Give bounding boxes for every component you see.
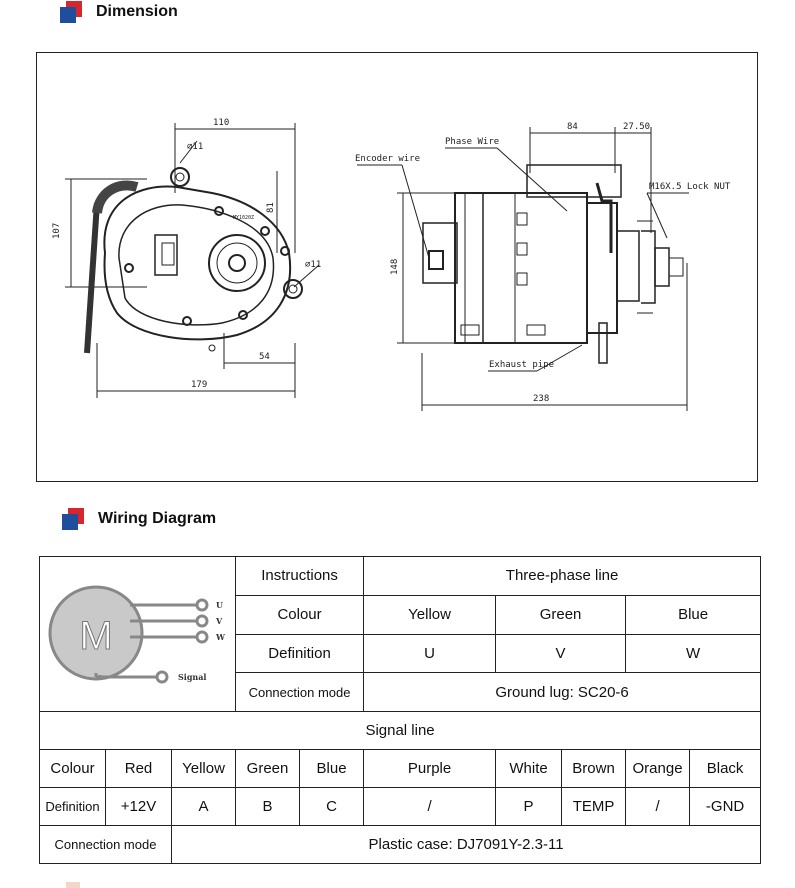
signal-def-cell: A [170,787,237,826]
dimension-drawing-frame: 110 ⌀11 107 81 ⌀11 54 179 MY1020Z Encode… [36,52,758,482]
plastic-case-value: Plastic case: DJ7091Y-2.3-11 [170,825,762,864]
ground-lug-value: Ground lug: SC20-6 [363,672,762,712]
signal-colour-cell: Blue [299,749,365,788]
signal-def-cell: -GND [689,787,762,826]
definition-label: Definition [235,633,365,674]
signal-def-cell: / [625,787,691,826]
dim-179: 179 [191,380,207,390]
dim-81: 81 [266,202,276,213]
wiring-heading: Wiring Diagram [62,508,216,530]
colour-label: Colour [235,594,365,635]
dim-238: 238 [533,394,549,404]
signal-definition-label: Definition [39,787,106,826]
svg-text:M: M [79,614,112,658]
label-lock-nut: M16X.5 Lock NUT [649,182,731,192]
wiring-title: Wiring Diagram [98,510,217,527]
next-section-logo-icon [66,882,80,888]
phase-def-v: V [495,633,627,674]
svg-text:W: W [215,632,226,642]
phase-colour-v: Green [495,594,627,635]
svg-text:V: V [215,616,223,626]
svg-text:U: U [216,600,223,610]
signal-def-cell: +12V [105,787,172,826]
dim-hole-top: ⌀11 [187,142,203,152]
phase-colour-w: Blue [625,594,762,635]
signal-def-cell: B [235,787,301,826]
label-encoder-wire: Encoder wire [355,154,420,164]
motor-diagram-cell: M U V W Signal [38,556,237,712]
signal-def-cell: C [299,787,365,826]
nameplate-text: MY1020Z [233,215,254,221]
dimension-title: Dimension [96,3,178,20]
signal-colour-cell: Green [235,749,301,788]
dimension-drawing: 110 ⌀11 107 81 ⌀11 54 179 MY1020Z Encode… [52,118,731,411]
dim-27-50: 27.50 [623,122,650,132]
signal-def-cell: TEMP [561,787,627,826]
signal-colour-cell: Brown [561,749,627,788]
signal-def-cell: / [363,787,497,826]
dim-54: 54 [259,352,270,362]
label-phase-wire: Phase Wire [445,137,499,147]
connection-mode-label: Connection mode [235,672,365,712]
instructions-label: Instructions [235,556,365,596]
phase-def-u: U [363,633,497,674]
signal-colour-cell: Black [689,749,762,788]
svg-text:Signal: Signal [178,672,206,682]
dim-107: 107 [52,223,62,239]
dimension-heading: Dimension [60,1,178,23]
signal-connection-label: Connection mode [39,825,172,864]
dim-84: 84 [567,122,578,132]
signal-colour-cell: Purple [363,749,497,788]
motor-icon: M U V W Signal [48,585,226,684]
label-exhaust-pipe: Exhaust pipe [489,360,554,370]
signal-colour-cell: Red [105,749,172,788]
wiring-table: M U V W Signal [38,556,762,864]
signal-colour-cell: White [495,749,563,788]
dim-148: 148 [390,259,400,275]
signal-def-cell: P [495,787,563,826]
three-phase-line: Three-phase line [363,556,762,596]
phase-def-w: W [625,633,762,674]
phase-colour-u: Yellow [363,594,497,635]
signal-colour-cell: Yellow [170,749,237,788]
signal-colour-label: Colour [39,749,106,788]
section-logo-icon [60,1,82,23]
signal-colour-cell: Orange [625,749,691,788]
dim-110: 110 [213,118,229,128]
section-logo-icon [62,508,84,530]
signal-line-header: Signal line [38,711,762,750]
dim-hole-right: ⌀11 [305,260,321,270]
